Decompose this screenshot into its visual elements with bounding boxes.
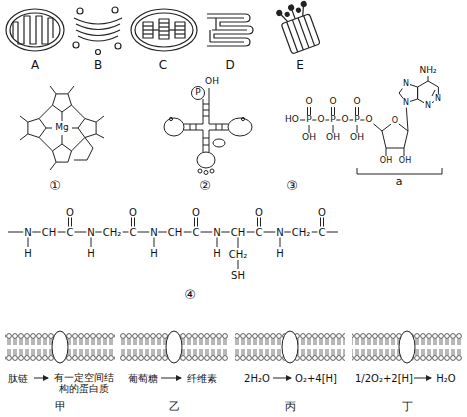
atom-label: N	[402, 80, 410, 89]
group-label: OH	[325, 133, 341, 143]
membrane-text: 肽链	[7, 373, 29, 384]
atom-label: Mg	[54, 123, 69, 133]
atom-label: N	[424, 102, 432, 111]
panel-label: 甲	[54, 401, 67, 413]
atom-label: C	[66, 227, 75, 238]
group-label: HO	[284, 115, 300, 125]
atom-label: N	[86, 227, 95, 238]
endoplasmic-reticulum	[207, 14, 253, 46]
atom-label: H	[212, 248, 222, 259]
atom-label: N	[23, 227, 32, 238]
membrane-text: 2H₂O	[243, 373, 271, 384]
atom-label: H	[86, 248, 96, 259]
atom-label: CH	[167, 227, 184, 238]
callout-number: ①	[48, 179, 62, 193]
group-label: OH	[349, 133, 365, 143]
group-label: CH₂	[228, 249, 249, 260]
membranes	[5, 331, 462, 378]
atom-label: O	[317, 207, 327, 218]
atom-label: P	[329, 115, 336, 125]
group-label: NH₂	[418, 66, 437, 76]
atom-label: O	[128, 207, 138, 218]
atp-structure	[292, 76, 442, 174]
atom-label: N	[212, 227, 221, 238]
atom-label: CH	[41, 227, 58, 238]
atom-label: O	[316, 115, 325, 125]
atom-label: O	[340, 115, 349, 125]
panel-label: 丁	[401, 401, 414, 413]
atom-label: O	[352, 97, 361, 107]
atom-label: O	[304, 97, 313, 107]
atom-label: O	[364, 115, 373, 125]
part-letter: B	[93, 59, 103, 72]
part-letter: D	[224, 59, 235, 72]
mitochondrion	[6, 9, 64, 51]
atom-label: P	[353, 115, 360, 125]
part-letter: a	[395, 176, 404, 188]
peptide-bonds	[8, 217, 338, 269]
atom-label: N	[434, 95, 442, 104]
group-label: OH	[379, 157, 393, 166]
callout-number: ②	[198, 179, 212, 193]
membrane-text: H₂O	[435, 373, 456, 384]
part-letter: E	[295, 59, 305, 72]
chlorophyll-structure	[20, 86, 104, 170]
chloroplast	[131, 9, 197, 51]
atom-label: P	[305, 115, 312, 125]
part-letter: A	[30, 59, 40, 72]
membrane-text: 葡萄糖	[127, 373, 159, 384]
callout-number: ④	[183, 288, 197, 302]
membrane-text: 1/2O₂+2[H]	[354, 373, 414, 384]
trna-cloverleaf	[164, 87, 252, 175]
part-letter: C	[158, 59, 168, 72]
atom-label: O	[391, 117, 399, 126]
atom-label: N	[402, 99, 410, 108]
panel-label: 乙	[168, 401, 181, 413]
atom-label: O	[254, 207, 264, 218]
group-label: SH	[230, 270, 246, 281]
group-label: OH	[301, 133, 317, 143]
membrane-text: 有一定空间结 构的蛋白质	[51, 372, 117, 394]
centriole	[276, 0, 321, 54]
atom-label: O	[191, 207, 201, 218]
atom-label: O	[65, 207, 75, 218]
atom-label: H	[149, 248, 159, 259]
group-label: OH	[204, 77, 220, 87]
atom-label: H	[23, 248, 33, 259]
atom-label: CH₂	[291, 227, 312, 238]
membrane-text: O₂+4[H]	[294, 373, 338, 384]
atom-label: C	[192, 227, 201, 238]
atom-label: N	[149, 227, 158, 238]
panel-label: 丙	[284, 401, 297, 413]
atom-label: C	[318, 227, 327, 238]
callout-number: ③	[285, 179, 299, 193]
atom-label: C	[255, 227, 264, 238]
atom-label: C	[129, 227, 138, 238]
atom-label: CH	[230, 227, 247, 238]
phosphate-symbol: P	[194, 88, 201, 98]
group-label: OH	[398, 157, 412, 166]
atom-label: H	[275, 248, 285, 259]
atom-label: O	[328, 97, 337, 107]
atom-label: N	[275, 227, 284, 238]
golgi-body	[73, 7, 122, 55]
atom-label: CH₂	[102, 227, 123, 238]
membrane-text: 纤维素	[186, 373, 218, 384]
